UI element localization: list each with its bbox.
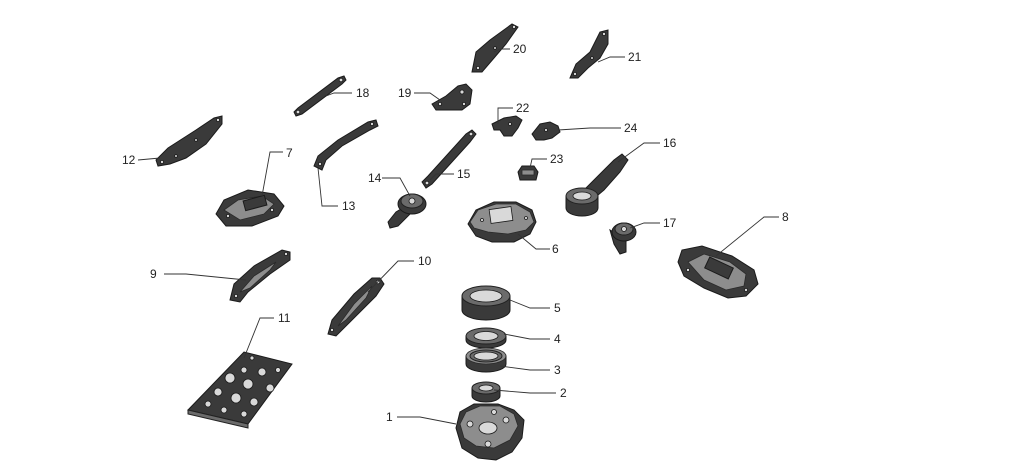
callout-11: 11	[278, 311, 291, 325]
callout-6: 6	[552, 242, 559, 256]
callout-14: 14	[368, 171, 382, 185]
leader-11	[243, 317, 274, 359]
part-10	[327, 277, 385, 337]
leader-7	[261, 151, 283, 197]
leader-12	[137, 157, 161, 161]
callout-1: 1	[386, 410, 393, 424]
leader-4	[503, 333, 550, 340]
part-4	[465, 327, 507, 349]
leader-5	[509, 299, 550, 309]
part-19	[431, 83, 473, 111]
leader-14	[382, 177, 411, 197]
part-23	[517, 165, 539, 181]
part-20	[471, 23, 519, 73]
part-14	[387, 193, 427, 229]
leader-10	[367, 260, 414, 293]
callout-20: 20	[513, 42, 527, 56]
callout-10: 10	[418, 254, 432, 268]
part-22	[491, 115, 523, 137]
callout-7: 7	[286, 146, 293, 160]
leader-9	[164, 273, 247, 281]
leader-1	[397, 416, 457, 425]
callout-labels: 1 2 3 4 5 6 7 8 9 10 11 12 13 14 15 16 1…	[122, 42, 789, 424]
part-7	[215, 189, 285, 227]
callout-22: 22	[516, 101, 530, 115]
part-15	[421, 129, 477, 189]
callout-5: 5	[554, 301, 561, 315]
part-1	[455, 403, 525, 461]
leader-lines	[137, 48, 779, 425]
callout-8: 8	[782, 210, 789, 224]
leader-6	[517, 233, 550, 250]
part-3	[465, 347, 507, 373]
callout-23: 23	[550, 152, 564, 166]
leader-3	[499, 365, 550, 371]
callout-19: 19	[398, 86, 412, 100]
leader-13	[317, 167, 338, 207]
leader-8	[715, 216, 779, 257]
callout-24: 24	[624, 121, 638, 135]
leader-17	[629, 222, 660, 229]
part-9	[229, 249, 291, 303]
leader-24	[557, 127, 621, 131]
callout-2: 2	[560, 386, 567, 400]
callout-16: 16	[663, 136, 677, 150]
part-8	[677, 245, 759, 299]
callout-12: 12	[122, 153, 136, 167]
part-5	[461, 285, 511, 321]
part-12	[155, 115, 223, 167]
part-2	[471, 381, 501, 403]
leader-18	[325, 92, 352, 97]
part-11	[187, 351, 293, 429]
part-21	[569, 29, 609, 79]
callout-9: 9	[150, 267, 157, 281]
callout-3: 3	[554, 363, 561, 377]
leader-2	[493, 389, 556, 394]
callout-18: 18	[356, 86, 370, 100]
callout-15: 15	[457, 167, 471, 181]
part-6	[467, 201, 537, 243]
callout-13: 13	[342, 199, 356, 213]
leader-22	[497, 107, 513, 124]
part-18	[293, 75, 347, 117]
part-24	[531, 121, 561, 141]
callout-21: 21	[628, 50, 642, 64]
part-17	[609, 222, 637, 255]
callout-4: 4	[554, 332, 561, 346]
leader-23	[529, 158, 547, 169]
leader-16	[617, 142, 660, 163]
callout-17: 17	[663, 216, 677, 230]
part-16	[565, 153, 629, 217]
leader-15	[429, 173, 454, 181]
leader-20	[493, 48, 510, 53]
leader-19	[414, 92, 441, 101]
leader-21	[597, 56, 625, 63]
part-13	[313, 119, 379, 171]
